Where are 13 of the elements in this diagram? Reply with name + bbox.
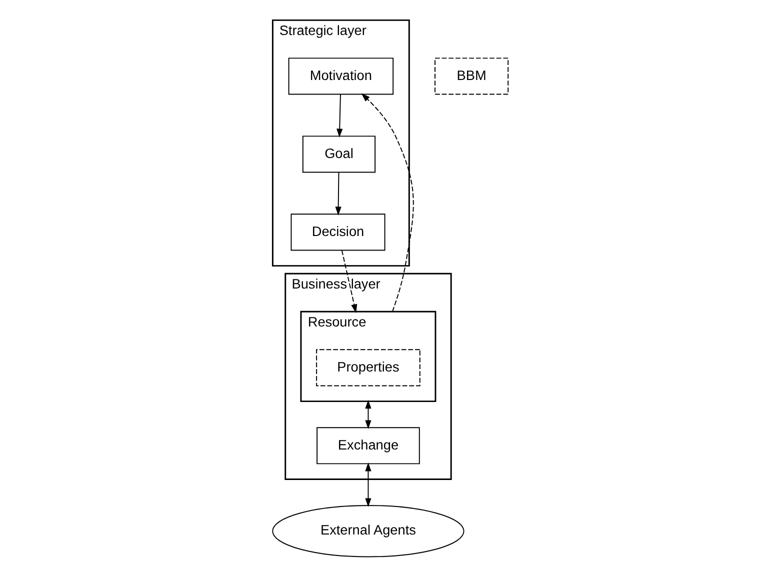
node-ellipse: External Agents (272, 504, 464, 558)
arrow (364, 400, 371, 429)
node-box: Decision (290, 214, 385, 251)
node-box: Properties (316, 349, 420, 386)
arrow (334, 172, 341, 216)
arrow (336, 94, 342, 138)
node-box: Goal (302, 136, 376, 173)
node-box: Motivation (288, 58, 394, 95)
arrow (364, 462, 371, 508)
node-box: Exchange (316, 427, 420, 464)
arrow (340, 250, 357, 314)
node-box: BBM (434, 58, 508, 95)
arrow (360, 93, 414, 312)
